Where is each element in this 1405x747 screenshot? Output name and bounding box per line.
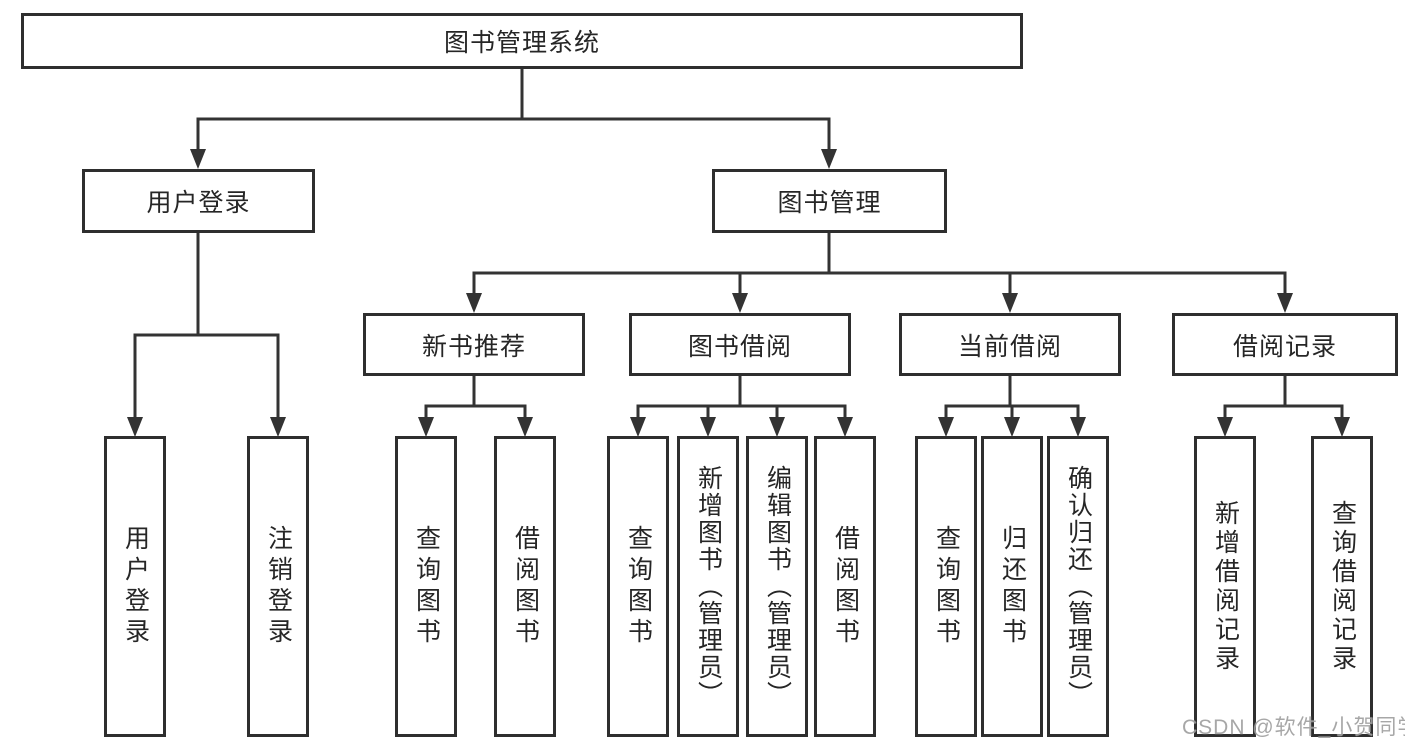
arrowhead-icon [1002,293,1018,313]
node-user-login: 用户登录 [82,169,315,233]
node-label: 用户登录 [146,189,251,217]
arrowhead-icon [1277,293,1293,313]
leaf-add-books-admin: 新增图书（管理员） [677,436,739,737]
arrowhead-icon [418,417,434,437]
node-borrow-records: 借阅记录 [1172,313,1398,376]
arrowhead-icon [127,417,143,437]
node-book-borrowing: 图书借阅 [629,313,851,376]
node-label: 归还图书 [998,524,1027,649]
node-label: 查询借阅记录 [1328,499,1357,674]
node-current-borrowing: 当前借阅 [899,313,1121,376]
node-label: 查询图书 [932,524,961,649]
node-library-management-system: 图书管理系统 [21,13,1023,69]
arrowhead-icon [1070,417,1086,437]
leaf-query-books-recommend: 查询图书 [395,436,457,737]
arrowhead-icon [732,293,748,313]
arrowhead-icon [821,149,837,169]
leaf-borrow-books-recommend: 借阅图书 [494,436,556,737]
leaf-return-books: 归还图书 [981,436,1043,737]
node-label: 新增借阅记录 [1211,499,1240,674]
leaf-user-login: 用户登录 [104,436,166,737]
arrowhead-icon [1004,417,1020,437]
node-label: 借阅图书 [511,524,540,649]
node-label: 查询图书 [624,524,653,649]
leaf-edit-books-admin: 编辑图书（管理员） [746,436,808,737]
arrowhead-icon [1217,417,1233,437]
leaf-confirm-return-admin: 确认归还（管理员） [1047,436,1109,737]
node-label: 查询图书 [412,524,441,649]
node-label: 新书推荐 [421,332,526,361]
node-label: 新增图书（管理员） [694,465,723,708]
arrowhead-icon [517,417,533,437]
leaf-borrow-books: 借阅图书 [814,436,876,737]
arrowhead-icon [769,417,785,437]
leaf-add-borrow-record: 新增借阅记录 [1194,436,1256,737]
arrowhead-icon [938,417,954,437]
arrowhead-icon [630,417,646,437]
csdn-watermark: CSDN @软件_小贺同学 [1182,716,1405,739]
arrowhead-icon [466,293,482,313]
node-label: 借阅记录 [1232,332,1337,361]
node-label: 当前借阅 [957,332,1062,361]
leaf-query-books-borrowing: 查询图书 [607,436,669,737]
node-book-management: 图书管理 [712,169,947,233]
node-label: 图书管理 [777,189,882,217]
leaf-query-books-current: 查询图书 [915,436,977,737]
node-label: 借阅图书 [831,524,860,649]
leaf-logout: 注销登录 [247,436,309,737]
node-label: 图书管理系统 [443,29,600,57]
node-label: 图书借阅 [687,332,792,361]
arrowhead-icon [837,417,853,437]
node-label: 确认归还（管理员） [1064,465,1093,708]
leaf-query-borrow-record: 查询借阅记录 [1311,436,1373,737]
node-label: 注销登录 [264,524,293,649]
node-new-book-recommend: 新书推荐 [363,313,585,376]
arrowhead-icon [1334,417,1350,437]
arrowhead-icon [700,417,716,437]
node-label: 编辑图书（管理员） [763,465,792,708]
node-label: 用户登录 [121,524,150,649]
arrowhead-icon [270,417,286,437]
arrowhead-icon [190,149,206,169]
